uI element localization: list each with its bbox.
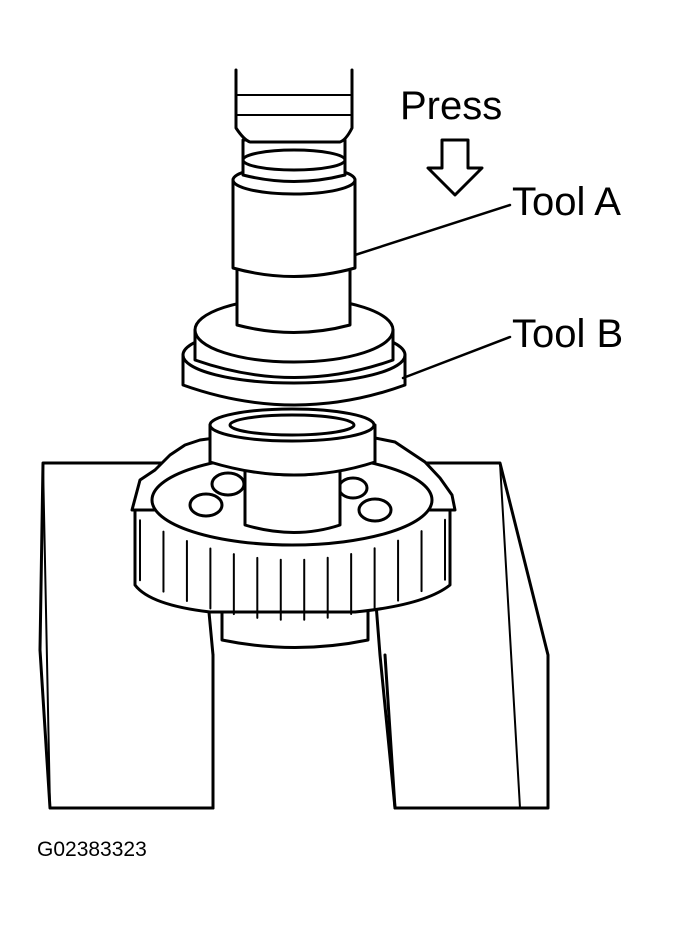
figure-id: G02383323 (37, 838, 147, 861)
tool-b-label: Tool B (512, 312, 624, 356)
support-block-edge-left (43, 463, 50, 808)
gear-hole-4 (359, 499, 391, 521)
gear-teeth (140, 520, 445, 620)
leader-line-tool-a (355, 205, 510, 255)
gear-hole-3 (339, 478, 367, 498)
support-slot-right (385, 655, 395, 808)
tool-a-upper (236, 70, 352, 142)
leader-line-tool-b (403, 337, 510, 378)
tool-a-neck-ring (243, 150, 345, 170)
gear-hub (245, 470, 340, 533)
tool-a (233, 70, 355, 333)
shaft-spacer (210, 409, 375, 475)
support-block-edge-right (500, 463, 520, 808)
tool-a-lower (237, 268, 350, 333)
arrow-down-outline-icon (428, 140, 482, 195)
press-label: Press (400, 84, 503, 128)
tool-a-mid (233, 180, 355, 277)
gear-hole-1 (190, 494, 222, 516)
tool-a-label: Tool A (512, 180, 621, 224)
gear-hole-2 (212, 473, 244, 495)
